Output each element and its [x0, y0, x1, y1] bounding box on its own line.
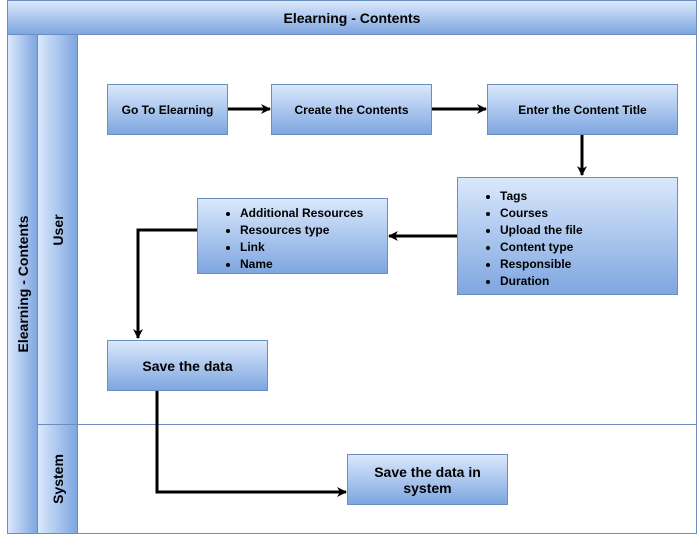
edge-save-to-system: [155, 390, 347, 497]
node-create-contents[interactable]: Create the Contents: [271, 84, 432, 135]
node-enter-title[interactable]: Enter the Content Title: [487, 84, 678, 135]
pool-title: Elearning - Contents: [7, 0, 697, 35]
content-field-item: Responsible: [500, 256, 677, 273]
resource-field-item: Resources type: [240, 222, 387, 239]
node-content-fields[interactable]: Tags Courses Upload the file Content typ…: [457, 177, 678, 295]
content-field-item: Content type: [500, 239, 677, 256]
resource-field-item: Name: [240, 256, 387, 273]
content-fields-list: Tags Courses Upload the file Content typ…: [458, 188, 677, 290]
edge-resources-to-save: [133, 228, 197, 339]
resource-field-item: Link: [240, 239, 387, 256]
node-save-data[interactable]: Save the data: [107, 340, 268, 391]
node-resource-fields[interactable]: Additional Resources Resources type Link…: [197, 198, 388, 274]
content-field-item: Tags: [500, 188, 677, 205]
resource-fields-list: Additional Resources Resources type Link…: [198, 205, 387, 273]
pool-label: Elearning - Contents: [7, 34, 38, 534]
content-field-item: Upload the file: [500, 222, 677, 239]
node-go-to-elearning[interactable]: Go To Elearning: [107, 84, 228, 135]
lane-label-system: System: [37, 424, 78, 534]
node-save-data-system[interactable]: Save the data in system: [347, 454, 508, 505]
content-field-item: Courses: [500, 205, 677, 222]
resource-field-item: Additional Resources: [240, 205, 387, 222]
content-field-item: Duration: [500, 273, 677, 290]
